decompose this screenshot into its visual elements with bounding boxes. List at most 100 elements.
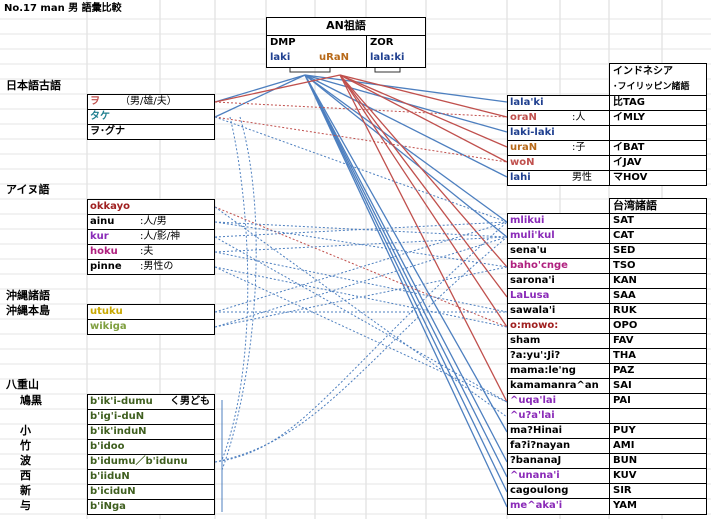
yaeyama-word: b'ik'induN [90, 426, 147, 437]
yaeyama-place: 波 [20, 454, 31, 467]
indonesia-word: oraN [510, 112, 537, 123]
indonesia-word: woN [510, 157, 535, 168]
indonesia-title-1: インドネシア [613, 66, 673, 77]
an-uran: uRaN [319, 52, 349, 63]
taiwan-code: SAT [613, 215, 634, 226]
yaeyama-title: 八重山 [6, 378, 39, 391]
taiwan-word: ?bananaJ [510, 455, 562, 466]
taiwan-word: mama:le'ng [510, 365, 576, 376]
taiwan-row: ^uqa'lai PAI [508, 394, 706, 409]
taiwan-word: cagoulong [510, 485, 569, 496]
ainu-row: hoku:夫 [88, 245, 214, 260]
okinawa-word: utuku [90, 306, 123, 317]
indonesia-note: :人 [572, 112, 586, 123]
taiwan-word: ^u?a'lai [510, 410, 555, 421]
taiwan-word: ma?Hinai [510, 425, 563, 436]
japanese-gloss: （男/雄/夫） [120, 96, 177, 107]
taiwan-word: muli'kul [510, 230, 555, 241]
taiwan-row: me^aka'i YAM [508, 499, 706, 514]
yaeyama-word: b'iiduN [90, 471, 130, 482]
taiwan-word: LaLusa [510, 290, 550, 301]
an-proto-box: AN祖語 DMP ZOR laki uRaN lala:ki [266, 17, 426, 68]
taiwan-code: OPO [613, 320, 638, 331]
taiwan-code: RUK [613, 305, 637, 316]
indonesia-title-2: ･フイリッピン諸語 [613, 82, 690, 92]
taiwan-word: o:mowo: [510, 320, 559, 331]
indonesia-row: uraN :子 イBAT [508, 141, 706, 156]
ainu-row: kur:人/影/神 [88, 230, 214, 245]
taiwan-code: CAT [613, 230, 635, 241]
yaeyama-note: く男ども [170, 396, 210, 407]
ainu-title: アイヌ語 [6, 183, 50, 196]
taiwan-word: sawala'i [510, 305, 556, 316]
indonesia-row: laki-laki [508, 126, 706, 141]
an-word-row: laki uRaN lala:ki [267, 51, 425, 67]
taiwan-code: PAZ [613, 365, 635, 376]
taiwan-row: muli'kul CAT [508, 229, 706, 244]
japanese-box: ヲ（男/雄/夫）タケヲ･グナ [87, 94, 215, 140]
indonesia-row: lala'ki 比TAG [508, 96, 706, 111]
indonesia-note: :子 [572, 142, 586, 153]
taiwan-code: SAI [613, 380, 632, 391]
okinawa-title: 沖縄諸語 [6, 289, 50, 302]
indonesia-word: lahi [510, 172, 531, 183]
yaeyama-word: b'idoo [90, 441, 125, 452]
indonesia-word: uraN [510, 142, 538, 153]
yaeyama-place: 竹 [20, 439, 31, 452]
yaeyama-word: b'idumu／b'idunu [90, 456, 188, 467]
taiwan-code: BUN [613, 455, 638, 466]
japanese-title: 日本語古語 [6, 79, 61, 92]
an-lalaki: lala:ki [370, 52, 405, 63]
taiwan-word: ^uqa'lai [510, 395, 557, 406]
yaeyama-place: 新 [20, 484, 31, 497]
indonesia-row: oraN:人イMLY [508, 111, 706, 126]
indonesia-code: イBAT [613, 142, 645, 153]
japanese-row: ヲ･グナ [88, 125, 214, 140]
indonesia-note: 男性 [572, 172, 592, 183]
taiwan-code: PUY [613, 425, 636, 436]
an-divider [366, 35, 367, 67]
yaeyama-word: b'iNga [90, 501, 126, 512]
taiwan-code: PAI [613, 395, 631, 406]
yaeyama-place: 鳩黒 [20, 394, 42, 407]
taiwan-code: THA [613, 350, 636, 361]
taiwan-row: kamamanra^an SAI [508, 379, 706, 394]
taiwan-word: sham [510, 335, 541, 346]
okinawa-row: utuku [88, 305, 214, 320]
indonesia-word: lala'ki [510, 97, 544, 108]
taiwan-code: SIR [613, 485, 632, 496]
yaeyama-row: b'idoo [88, 440, 214, 455]
japanese-row: タケ [88, 110, 214, 125]
ainu-gloss: :男性の [140, 261, 174, 272]
taiwan-word: kamamanra^an [510, 380, 599, 391]
indonesia-code: 比TAG [613, 97, 645, 108]
taiwan-code: TSO [613, 260, 636, 271]
ainu-row: okkayo [88, 200, 214, 215]
taiwan-divider [609, 214, 610, 514]
yaeyama-row: b'iciduN [88, 485, 214, 500]
taiwan-row: cagoulong SIR [508, 484, 706, 499]
ainu-word: kur [90, 231, 109, 242]
taiwan-title-box: 台湾諸語 [609, 198, 707, 214]
taiwan-code: KUV [613, 470, 637, 481]
taiwan-code: FAV [613, 335, 634, 346]
page-title: No.17 man 男 語彙比較 [4, 3, 122, 14]
taiwan-word: sena'u [510, 245, 547, 256]
taiwan-code: SED [613, 245, 636, 256]
taiwan-word: baho'cnge [510, 260, 568, 271]
taiwan-word: me^aka'i [510, 500, 563, 511]
taiwan-row: ^u?a'lai [508, 409, 706, 424]
yaeyama-row: b'ik'induN [88, 425, 214, 440]
taiwan-code: KAN [613, 275, 637, 286]
yaeyama-place: 小 [20, 424, 31, 437]
taiwan-code: YAM [613, 500, 637, 511]
yaeyama-row: b'idumu／b'idunu [88, 455, 214, 470]
ainu-gloss: :夫 [140, 246, 154, 257]
